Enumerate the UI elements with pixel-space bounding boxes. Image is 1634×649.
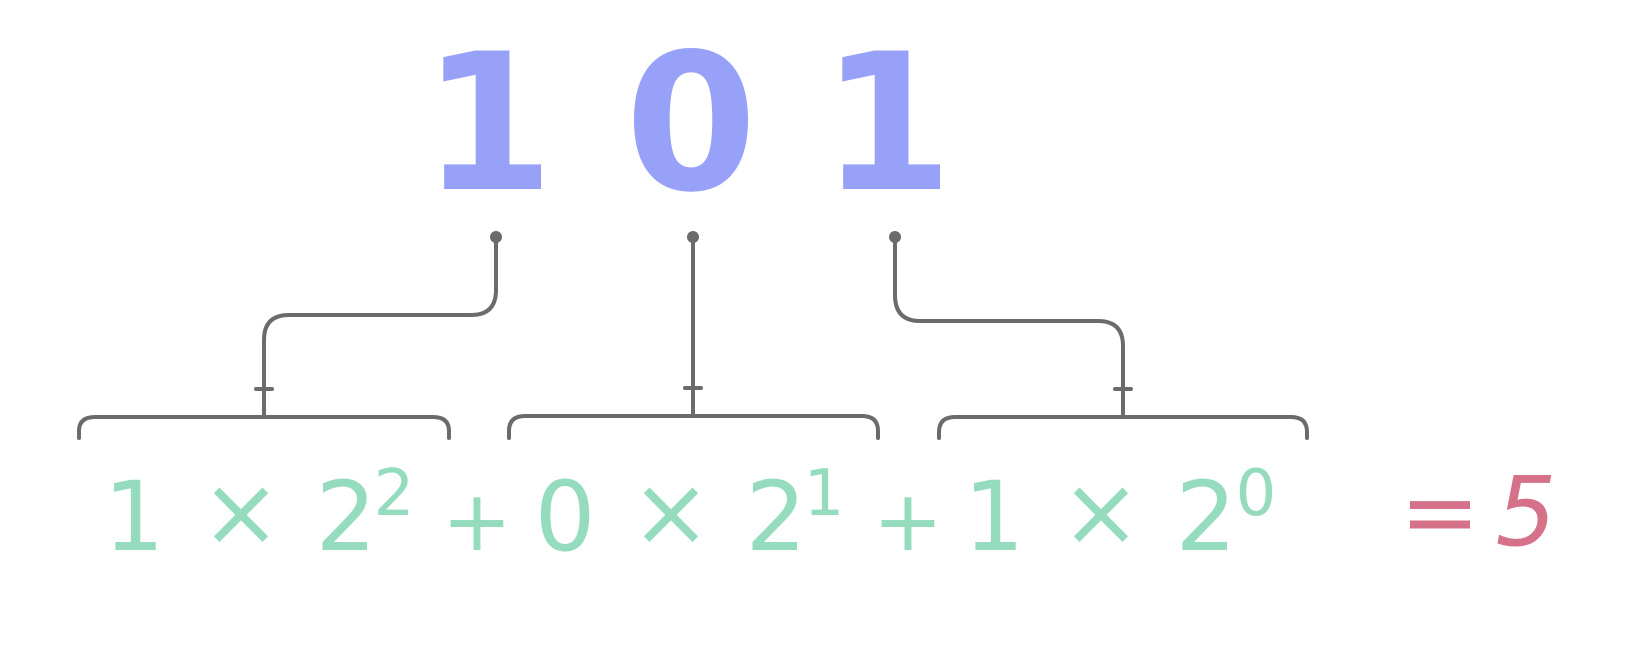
term-2-digit: 0 — [534, 461, 595, 573]
connectors — [254, 231, 1133, 418]
term-3-digit: 1 — [963, 461, 1024, 573]
binary-digit-2: 0 — [625, 13, 757, 234]
bracket-2 — [507, 414, 880, 440]
term-1-exponent: 2 — [374, 457, 415, 531]
term-1-digit: 1 — [103, 461, 164, 573]
bracket-3 — [937, 415, 1309, 440]
term-3-base: 2 — [1175, 461, 1236, 573]
result-value: 5 — [1495, 456, 1556, 568]
term-2-base: 2 — [745, 461, 806, 573]
term-3-times: × — [1061, 456, 1141, 568]
equals-sign: = — [1400, 456, 1480, 568]
term-2-exponent: 1 — [804, 457, 845, 531]
connector-line-3 — [893, 235, 1125, 418]
binary-digit-3: 1 — [821, 13, 953, 234]
bracket-1 — [77, 415, 451, 440]
brackets — [77, 414, 1309, 440]
term-2-times: × — [631, 456, 711, 568]
result: = 5 — [1400, 456, 1557, 568]
plus-2: + — [873, 472, 943, 570]
term-1-times: × — [201, 456, 281, 568]
term-1-base: 2 — [315, 461, 376, 573]
binary-number: 1 0 1 — [422, 13, 953, 234]
expansion: 1 × 2 2 + 0 × 2 1 + 1 × 2 0 — [103, 456, 1276, 573]
term-3-exponent: 0 — [1236, 457, 1277, 531]
connector-line-1 — [262, 235, 498, 418]
binary-digit-1: 1 — [422, 13, 554, 234]
plus-1: + — [442, 472, 512, 570]
